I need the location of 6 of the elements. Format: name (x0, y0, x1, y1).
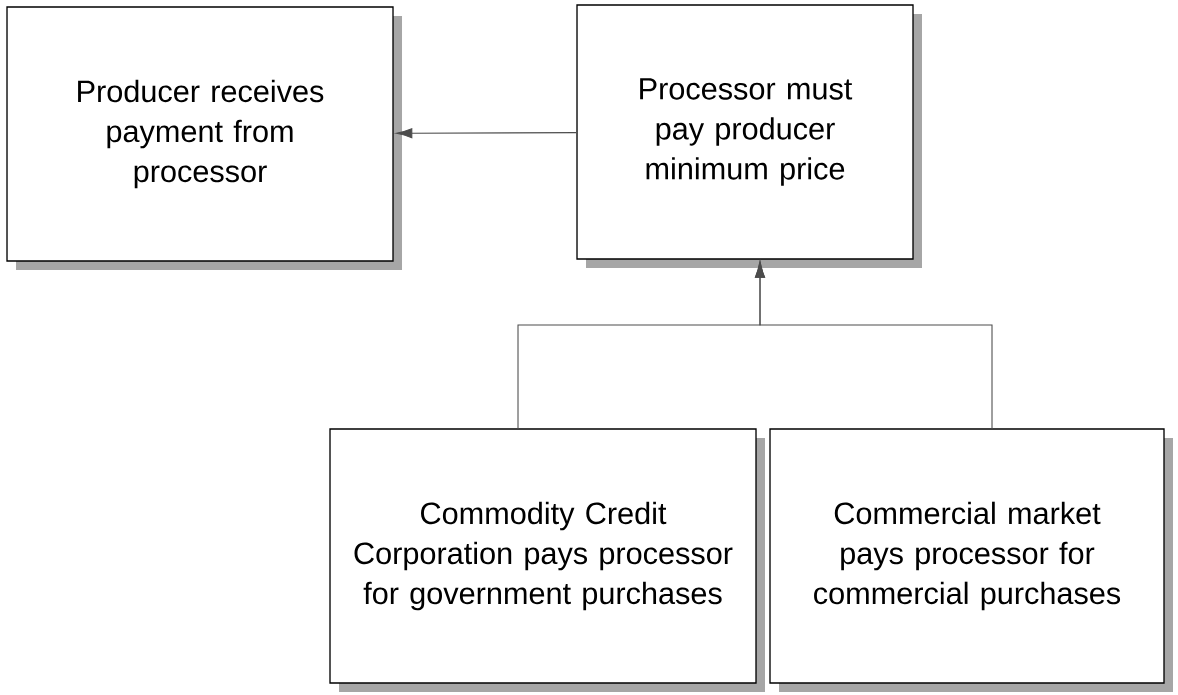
process-box: Commercial market pays processor for commercial purchases (769, 428, 1165, 684)
process-box: Processor must pay producer minimum price (576, 4, 914, 260)
process-box: Commodity Credit Corporation pays processor for government purchases (329, 428, 757, 684)
arrow (396, 128, 577, 139)
arrow (754, 261, 993, 430)
process-box: Producer receives payment from processor (6, 6, 394, 262)
